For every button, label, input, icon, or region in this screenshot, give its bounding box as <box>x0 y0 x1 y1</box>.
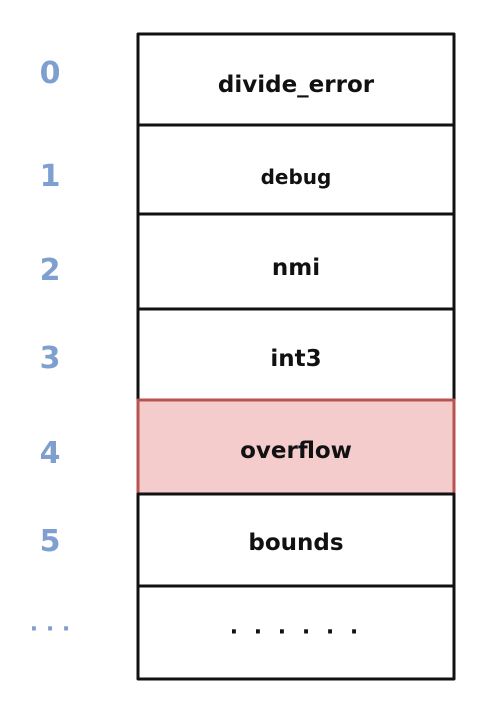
index-label-5: 5 <box>40 524 61 559</box>
entry-label-1: debug <box>261 165 332 189</box>
cell-box-5 <box>136 492 456 588</box>
index-label-0: 0 <box>40 56 61 91</box>
index-labels: 0 1 2 3 4 5 · · · <box>30 56 70 642</box>
cell-box-1 <box>136 123 456 216</box>
index-label-4: 4 <box>40 436 61 471</box>
cell-box-3 <box>136 307 456 402</box>
entry-label-ellipsis: · · · · · · <box>230 620 362 645</box>
index-label-1: 1 <box>40 159 61 194</box>
entry-label-3: int3 <box>270 346 321 372</box>
entry-label-4: overflow <box>240 438 352 464</box>
cell-box-2 <box>136 212 456 311</box>
entry-labels: divide_error debug nmi int3 overflow bou… <box>218 72 375 645</box>
index-label-2: 2 <box>40 253 61 288</box>
index-label-3: 3 <box>40 341 61 376</box>
cell-boxes <box>136 32 456 681</box>
index-label-ellipsis: · · · <box>30 617 70 642</box>
entry-label-5: bounds <box>248 530 343 556</box>
cell-box-0 <box>136 32 456 127</box>
entry-label-2: nmi <box>272 255 320 281</box>
entry-label-0: divide_error <box>218 72 375 98</box>
cell-box-ellipsis <box>136 584 456 681</box>
